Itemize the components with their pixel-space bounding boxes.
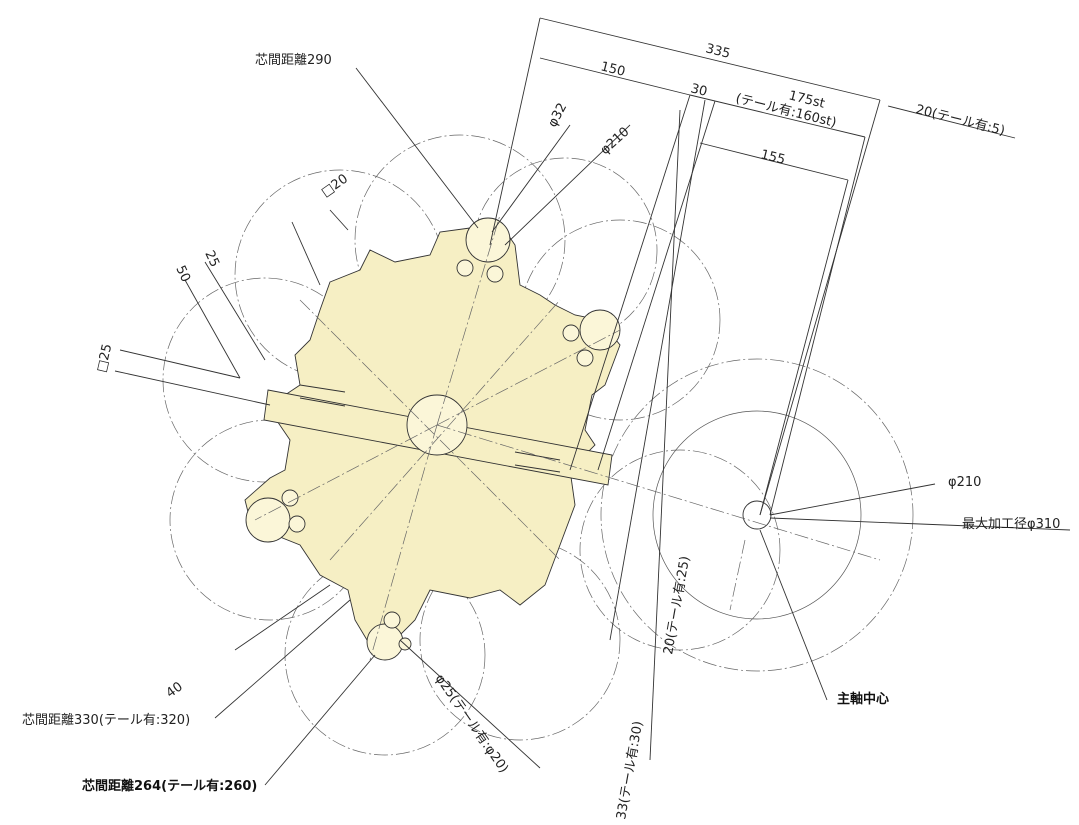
label-phi210-top: φ210	[598, 124, 633, 157]
label-max-dia: 最大加工径φ310	[962, 517, 1060, 532]
dimension-lines	[114, 17, 1071, 786]
label-25: 25	[201, 248, 222, 269]
center-lines	[254, 214, 881, 661]
spindle-circles	[600, 358, 914, 672]
label-40: 40	[164, 679, 186, 701]
label-335: 335	[704, 41, 732, 62]
label-20-tail-25: 20(テール有:25)	[661, 555, 693, 656]
label-155: 155	[759, 147, 787, 168]
label-sq25: □25	[94, 342, 115, 373]
label-center-290: 芯間距離290	[255, 53, 332, 68]
label-33-tail-30: 33(テール有:30)	[614, 720, 646, 821]
label-center-330: 芯間距離330(テール有:320)	[22, 713, 190, 728]
label-sq20: □20	[319, 171, 351, 200]
label-spindle-center: 主軸中心	[837, 691, 889, 707]
label-30: 30	[689, 81, 709, 100]
label-20-tail-5: 20(テール有:5)	[914, 102, 1006, 139]
label-phi25-tail-20: φ25(テール有:φ20)	[432, 672, 511, 776]
label-50: 50	[172, 263, 193, 284]
label-150: 150	[599, 59, 627, 80]
label-center-264: 芯間距離264(テール有:260)	[82, 778, 257, 794]
label-phi210-right: φ210	[948, 475, 981, 490]
label-phi32: φ32	[545, 101, 570, 130]
